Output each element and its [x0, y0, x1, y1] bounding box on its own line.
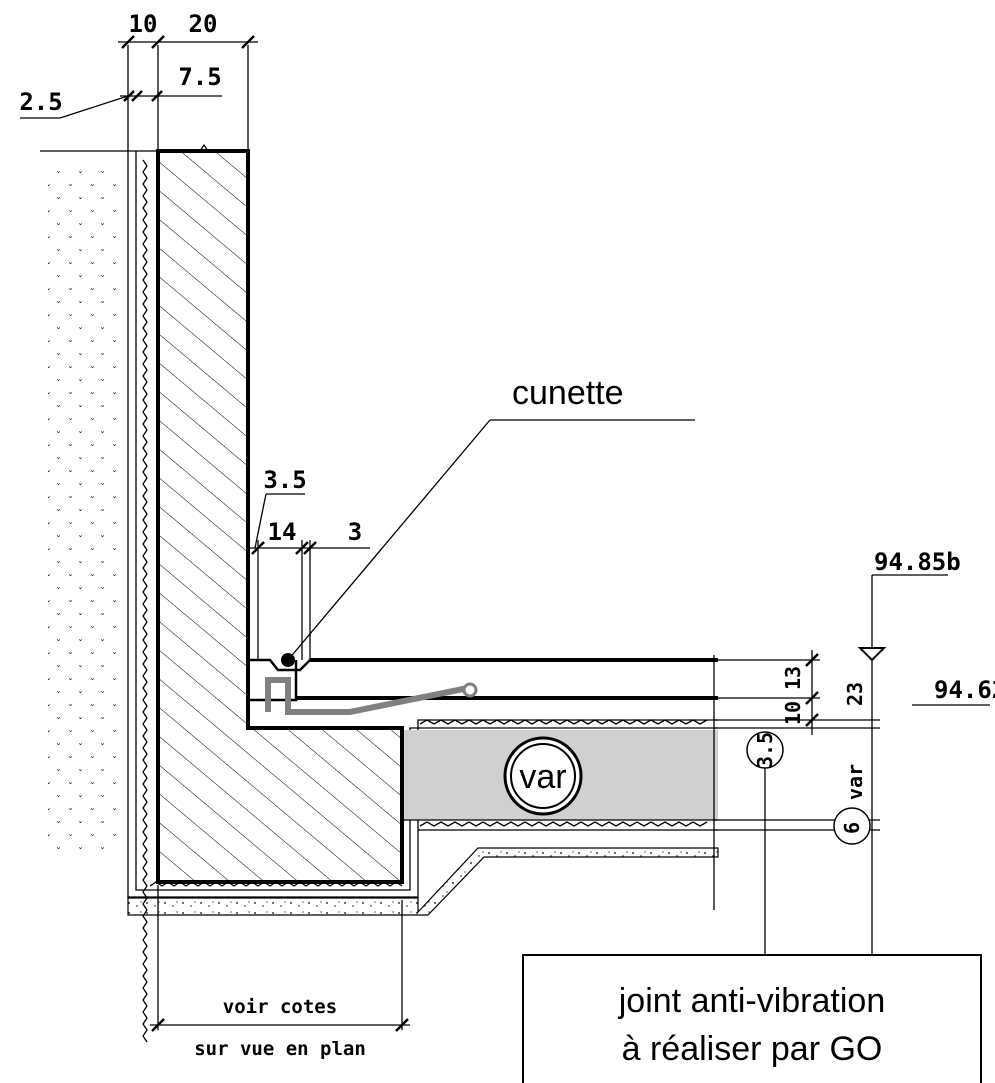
protection-wave-vertical: [142, 159, 148, 1043]
level-94-85: 94.85b: [874, 548, 961, 576]
joint-note-box: [522, 954, 982, 1083]
dim-23: 23: [843, 682, 867, 706]
dim-10-b: 10: [781, 701, 805, 725]
dim-10: 10: [129, 10, 158, 38]
dim-6-circled: 6: [840, 822, 864, 834]
cunette-label: cunette: [512, 374, 624, 412]
level-94-62: 94.62: [934, 676, 995, 704]
dim-7-5: 7.5: [178, 63, 221, 91]
joint-line-1: joint anti-vibration: [618, 982, 885, 1020]
note-line-2: sur vue en plan: [194, 1038, 366, 1060]
var-pipe-circle-inner: [510, 743, 576, 809]
drain-pipe: [265, 677, 469, 715]
dim-3: 3: [348, 518, 362, 546]
dim-3-5-circled: 3.5: [753, 732, 777, 768]
note-line-1: voir cotes: [223, 996, 337, 1018]
membrane-outer: [127, 151, 718, 899]
dim-3-5-top: 3.5: [263, 466, 306, 494]
joint-line-2: à réaliser par GO: [622, 1030, 883, 1068]
var-pipe-circle-outer: [503, 736, 583, 816]
dim-20: 20: [189, 10, 218, 38]
protection-wave-top: [419, 719, 708, 725]
level-marker: [857, 647, 887, 662]
dim-14: 14: [268, 518, 297, 546]
dim-var-vertical: var: [843, 764, 867, 800]
cunette-profile: [250, 658, 311, 672]
concrete-wall: [156, 149, 404, 884]
var-pipe-label: var: [519, 758, 566, 796]
dim-2-5: 2.5: [19, 88, 62, 116]
soil-zone: [48, 160, 120, 860]
membrane-inner: [135, 151, 718, 891]
dim-13: 13: [781, 666, 805, 690]
